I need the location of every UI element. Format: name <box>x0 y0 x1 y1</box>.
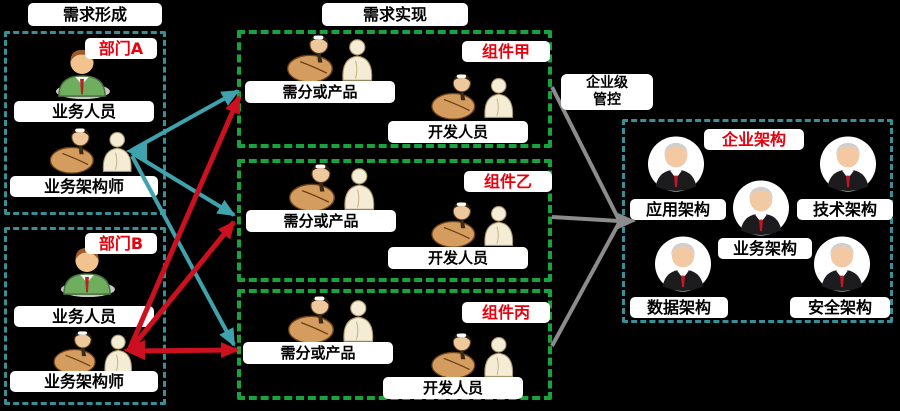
business-architect-icon <box>44 126 139 174</box>
business-architecture-label: 业务架构 <box>718 238 812 259</box>
requirement-analyst-icon <box>284 294 379 344</box>
data-architecture-label: 数据架构 <box>630 297 728 318</box>
developer-icon <box>428 331 518 379</box>
component-3-developer-label: 开发人员 <box>383 377 523 399</box>
component-1-developer-label: 开发人员 <box>388 121 528 143</box>
business-architect-icon <box>46 329 141 375</box>
component-1-label: 组件甲 <box>462 41 550 62</box>
line-comp2-to-enterprise <box>551 215 620 223</box>
enterprise-governance-lines <box>550 86 621 347</box>
component-2-label: 组件乙 <box>464 171 552 192</box>
component-2-developer-label: 开发人员 <box>388 247 528 269</box>
governance-line-2: 管控 <box>593 92 621 108</box>
department-b-architect-role-label: 业务架构师 <box>10 371 158 392</box>
title-requirements-formation: 需求形成 <box>28 3 162 26</box>
line-comp3-to-enterprise <box>550 222 621 347</box>
requirement-analyst-icon <box>285 162 380 212</box>
security-architect-icon <box>812 236 872 292</box>
component-2-requirement-label: 需分或产品 <box>246 210 396 232</box>
business-architecture-icon <box>731 180 791 236</box>
enterprise-architecture-label: 企业架构 <box>704 129 804 150</box>
requirement-analyst-icon <box>283 33 378 83</box>
department-a-architect-role-label: 业务架构师 <box>10 176 158 197</box>
component-1-box <box>237 30 552 148</box>
developer-icon <box>428 200 518 248</box>
component-3-requirement-label: 需分或产品 <box>243 342 393 364</box>
component-1-requirement-label: 需分或产品 <box>245 81 395 103</box>
application-architect-icon <box>646 136 706 192</box>
technology-architect-icon <box>818 136 878 192</box>
governance-line-1: 企业级 <box>586 75 628 92</box>
department-a-label: 部门A <box>85 38 157 59</box>
technology-architecture-label: 技术架构 <box>797 199 893 220</box>
department-a-business-role-label: 业务人员 <box>14 101 154 122</box>
department-b-business-role-label: 业务人员 <box>14 306 154 327</box>
business-person-icon <box>50 48 114 100</box>
title-requirements-implementation: 需求实现 <box>322 3 468 26</box>
component-3-label: 组件丙 <box>462 302 550 323</box>
developer-icon <box>428 72 518 120</box>
security-architecture-label: 安全架构 <box>790 297 890 318</box>
application-architecture-label: 应用架构 <box>630 199 726 220</box>
department-b-label: 部门B <box>85 233 157 254</box>
business-person-icon <box>55 246 119 298</box>
data-architect-icon <box>654 236 712 292</box>
enterprise-governance-label: 企业级 管控 <box>561 74 653 110</box>
